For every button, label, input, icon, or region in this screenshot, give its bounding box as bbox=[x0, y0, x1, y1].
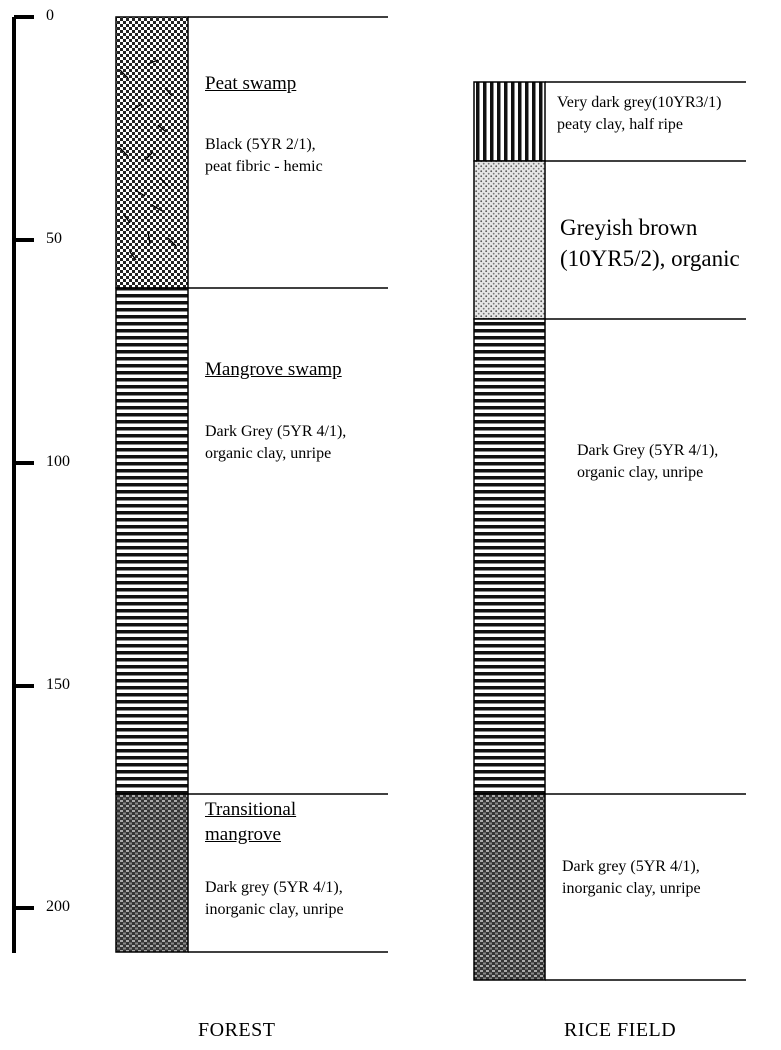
forest-mangrove-layer bbox=[115, 287, 189, 795]
forest-peat-desc-2: peat fibric - hemic bbox=[205, 158, 323, 175]
forest-mangrove-title: Mangrove swamp bbox=[205, 359, 342, 380]
rice-inorganic-desc-1: Dark grey (5YR 4/1), bbox=[562, 858, 700, 875]
peat-fibre-marks bbox=[119, 59, 177, 261]
forest-caption: FOREST bbox=[198, 1019, 276, 1041]
rice-peaty-clay-layer bbox=[473, 81, 546, 162]
rice-inorganic-desc-2: inorganic clay, unripe bbox=[562, 880, 701, 897]
rice-organic-desc-2: organic clay, unripe bbox=[577, 464, 704, 481]
rice-field-column bbox=[473, 81, 746, 981]
forest-transitional-layer bbox=[115, 793, 189, 953]
rice-greyish-desc-1: Greyish brown bbox=[560, 215, 698, 240]
depth-label-50: 50 bbox=[46, 230, 62, 247]
rice-organic-clay-layer bbox=[473, 318, 546, 795]
rice-peaty-desc-1: Very dark grey(10YR3/1) bbox=[557, 94, 722, 111]
rice-inorganic-clay-layer bbox=[473, 793, 546, 981]
depth-label-100: 100 bbox=[46, 453, 70, 470]
rice-greyish-brown-layer bbox=[473, 160, 546, 320]
forest-transitional-title-1: Transitional bbox=[205, 799, 297, 820]
rice-organic-desc-1: Dark Grey (5YR 4/1), bbox=[577, 442, 719, 459]
rice-field-caption: RICE FIELD bbox=[564, 1019, 677, 1041]
forest-transitional-desc-2: inorganic clay, unripe bbox=[205, 901, 344, 918]
forest-column bbox=[115, 16, 388, 953]
forest-mangrove-desc-2: organic clay, unripe bbox=[205, 445, 332, 462]
depth-scale bbox=[12, 15, 34, 953]
forest-peat-desc-1: Black (5YR 2/1), bbox=[205, 136, 316, 153]
forest-peat-title: Peat swamp bbox=[205, 73, 297, 94]
forest-transitional-desc-1: Dark grey (5YR 4/1), bbox=[205, 879, 343, 896]
rice-peaty-desc-2: peaty clay, half ripe bbox=[557, 116, 684, 133]
forest-transitional-title-2: mangrove bbox=[205, 824, 281, 845]
forest-mangrove-desc-1: Dark Grey (5YR 4/1), bbox=[205, 423, 347, 440]
depth-label-150: 150 bbox=[46, 676, 70, 693]
depth-label-0: 0 bbox=[46, 7, 54, 24]
depth-label-200: 200 bbox=[46, 898, 70, 915]
rice-greyish-desc-2: (10YR5/2), organic bbox=[560, 246, 740, 271]
